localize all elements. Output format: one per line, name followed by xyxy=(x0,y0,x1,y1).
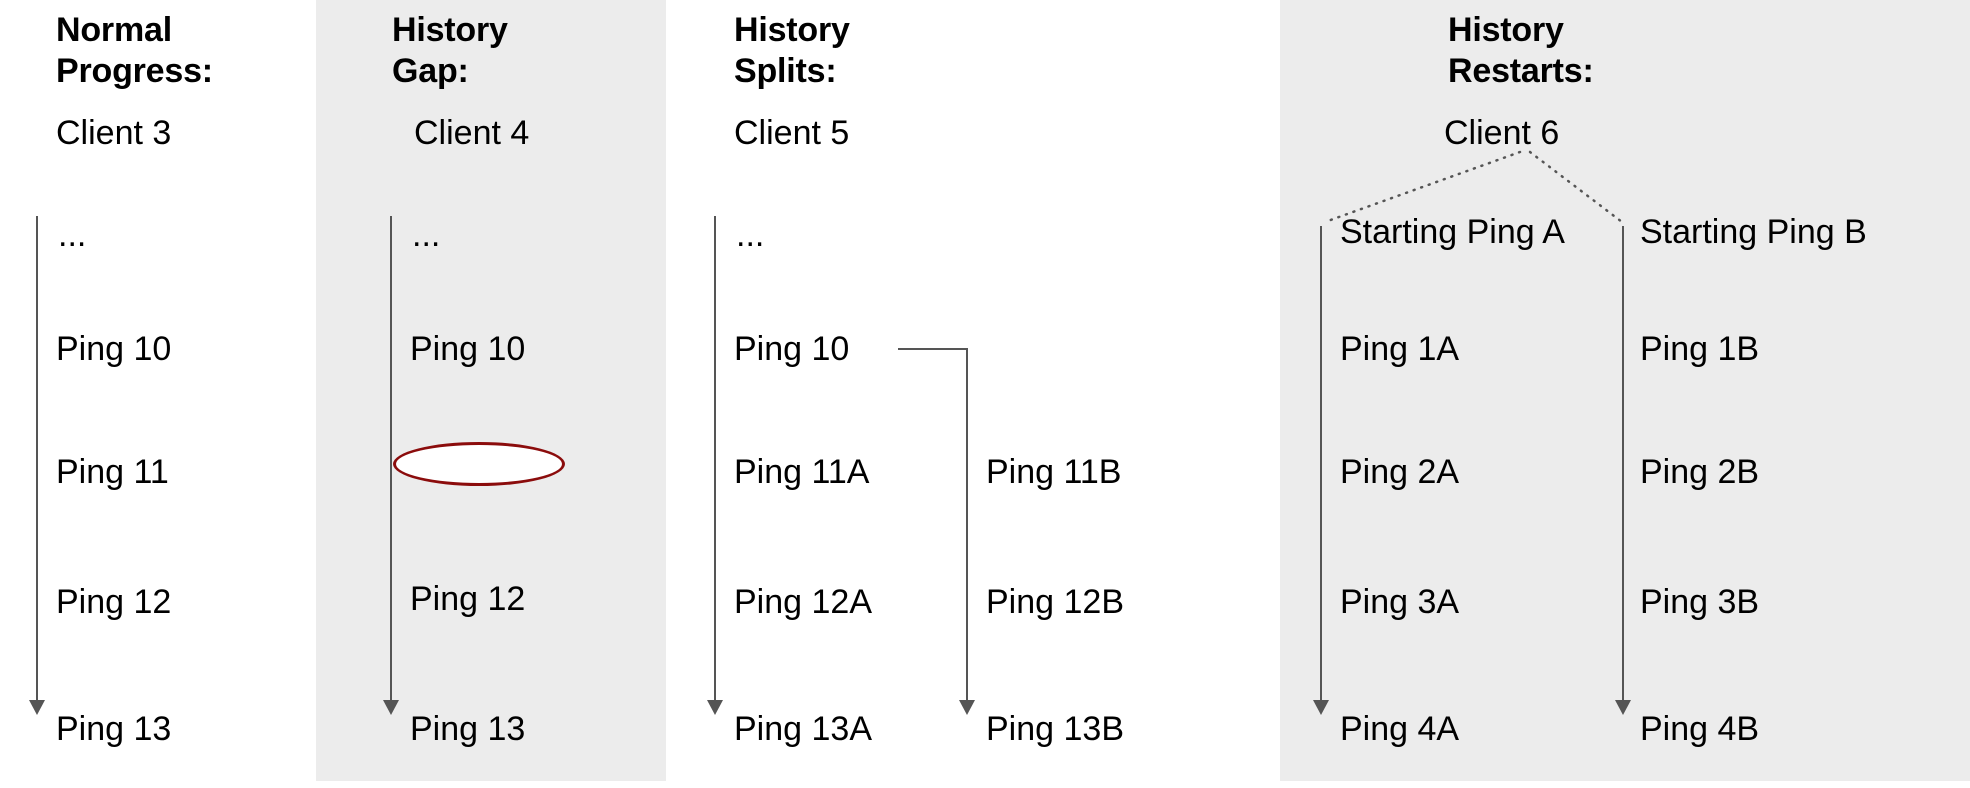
node-restart-ping-3a: Ping 3A xyxy=(1340,583,1460,621)
missing-ping-ellipse-icon xyxy=(393,442,565,486)
column-title-history-gap: History Gap: xyxy=(392,11,508,90)
band-history-restarts xyxy=(1280,0,1970,781)
arrow-head-normal-progress xyxy=(29,700,45,715)
arrow-shaft-history-gap xyxy=(390,216,392,708)
node-splits-ping-10: Ping 10 xyxy=(734,330,850,368)
node-normal-ping-10: Ping 10 xyxy=(56,330,172,368)
node-restart-ping-1b: Ping 1B xyxy=(1640,330,1760,368)
node-normal-ping-12: Ping 12 xyxy=(56,583,172,621)
arrow-shaft-splits-branch-b xyxy=(966,348,968,708)
ellipsis-normal-progress: ... xyxy=(58,216,87,254)
node-gap-ping-13: Ping 13 xyxy=(410,710,526,748)
arrow-shaft-restart-branch-b xyxy=(1622,226,1624,708)
arrow-head-splits-branch-a xyxy=(707,700,723,715)
arrow-shaft-normal-progress xyxy=(36,216,38,708)
client-label-4: Client 4 xyxy=(414,114,530,152)
column-title-normal-progress: Normal Progress: xyxy=(56,11,213,90)
branch-head-starting-ping-b: Starting Ping B xyxy=(1640,213,1867,251)
node-restart-ping-3b: Ping 3B xyxy=(1640,583,1760,621)
arrow-shaft-splits-branch-a xyxy=(714,216,716,708)
column-title-history-restarts: History Restarts: xyxy=(1448,11,1594,90)
node-restart-ping-4b: Ping 4B xyxy=(1640,710,1760,748)
node-splits-ping-12a: Ping 12A xyxy=(734,583,872,621)
branch-head-starting-ping-a: Starting Ping A xyxy=(1340,213,1565,251)
node-gap-ping-10: Ping 10 xyxy=(410,330,526,368)
node-normal-ping-11: Ping 11 xyxy=(56,453,169,491)
client-label-6: Client 6 xyxy=(1444,114,1560,152)
ellipsis-history-splits: ... xyxy=(736,216,765,254)
arrow-head-history-gap xyxy=(383,700,399,715)
client-label-5: Client 5 xyxy=(734,114,850,152)
node-splits-ping-13a: Ping 13A xyxy=(734,710,872,748)
elbow-horizontal-splits xyxy=(898,348,968,350)
node-restart-ping-2b: Ping 2B xyxy=(1640,453,1760,491)
node-restart-ping-4a: Ping 4A xyxy=(1340,710,1460,748)
column-title-history-splits: History Splits: xyxy=(734,11,850,90)
node-splits-ping-12b: Ping 12B xyxy=(986,583,1124,621)
arrow-head-restart-branch-a xyxy=(1313,700,1329,715)
node-splits-ping-13b: Ping 13B xyxy=(986,710,1124,748)
node-restart-ping-2a: Ping 2A xyxy=(1340,453,1460,491)
node-restart-ping-1a: Ping 1A xyxy=(1340,330,1460,368)
node-splits-ping-11b: Ping 11B xyxy=(986,453,1122,491)
ellipsis-history-gap: ... xyxy=(412,216,441,254)
arrow-shaft-restart-branch-a xyxy=(1320,226,1322,708)
node-normal-ping-13: Ping 13 xyxy=(56,710,172,748)
client-label-3: Client 3 xyxy=(56,114,172,152)
node-gap-ping-12: Ping 12 xyxy=(410,580,526,618)
band-history-gap xyxy=(316,0,666,781)
arrow-head-splits-branch-b xyxy=(959,700,975,715)
node-splits-ping-11a: Ping 11A xyxy=(734,453,870,491)
arrow-head-restart-branch-b xyxy=(1615,700,1631,715)
